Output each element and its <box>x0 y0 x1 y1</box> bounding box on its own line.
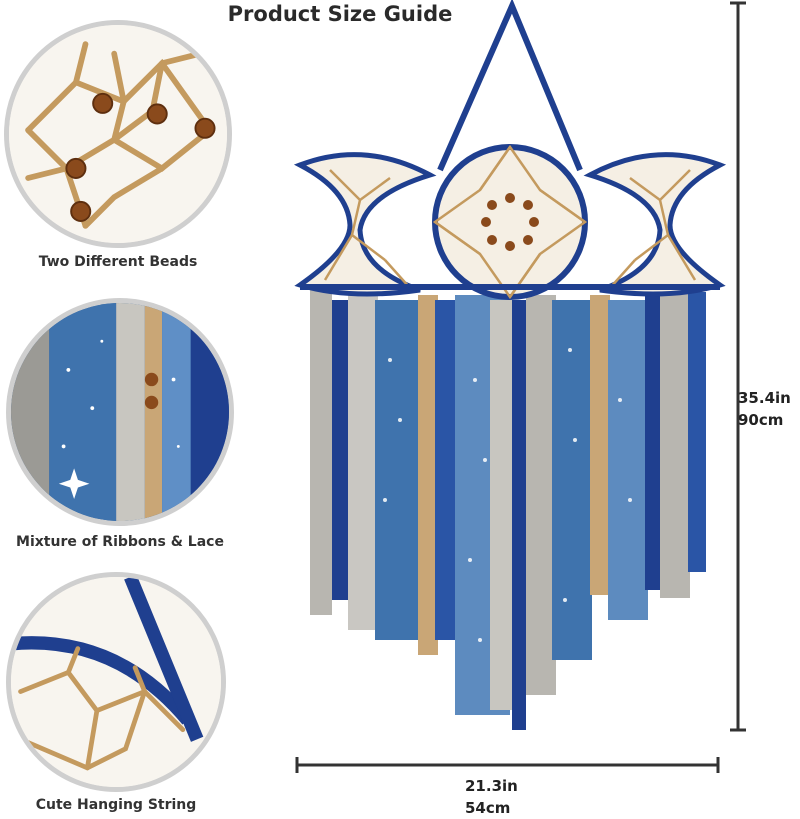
hanging-string-closeup-icon <box>11 577 221 787</box>
caption-beads: Two Different Beads <box>38 254 198 270</box>
detail-circle-beads <box>4 20 232 248</box>
ribbons-closeup-icon <box>11 303 229 521</box>
beads-closeup-icon <box>9 25 227 243</box>
width-imperial: 21.3in <box>465 777 518 795</box>
height-label: 35.4in 90cm <box>738 387 791 431</box>
height-metric: 90cm <box>738 411 784 429</box>
page-title: Product Size Guide <box>227 2 453 26</box>
height-dimension-line <box>730 1 746 732</box>
height-imperial: 35.4in <box>738 389 791 407</box>
detail-circle-string <box>6 572 226 792</box>
width-label: 21.3in 54cm <box>465 775 518 819</box>
caption-string: Cute Hanging String <box>35 797 197 813</box>
dreamcatcher-illustration <box>293 0 727 730</box>
detail-circle-ribbons <box>6 298 234 526</box>
caption-ribbons: Mixture of Ribbons & Lace <box>16 534 224 550</box>
width-metric: 54cm <box>465 799 511 817</box>
width-dimension-line <box>295 757 720 773</box>
